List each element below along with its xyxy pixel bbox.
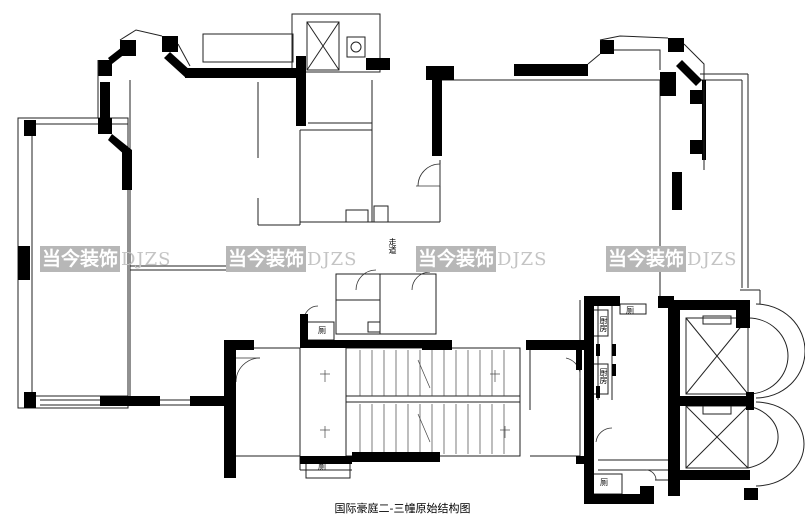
watermark-brand-cn: 当今装饰 xyxy=(416,246,497,272)
structural-walls xyxy=(18,36,758,504)
label-room-upper: 厨房 xyxy=(599,316,608,332)
watermark-brand-cn: 当今装饰 xyxy=(226,246,307,272)
label-toilet-d: 厕 xyxy=(626,306,634,315)
label-toilet-a: 厕 xyxy=(318,326,326,335)
watermark-brand-en: DJZS xyxy=(121,249,172,270)
watermark-brand-cn: 当今装饰 xyxy=(40,246,121,272)
watermark-brand-en: DJZS xyxy=(687,249,738,270)
watermark-brand-cn: 当今装饰 xyxy=(606,246,687,272)
watermark-brand-en: DJZS xyxy=(307,249,358,270)
label-toilet-b: 厕 xyxy=(318,462,326,471)
balcony-rails xyxy=(97,29,705,170)
label-corridor: 走道 xyxy=(388,238,397,254)
drawing-caption: 国际豪庭二-三幢原始结构图 xyxy=(334,502,471,515)
label-room-lower: 厨房 xyxy=(599,368,608,384)
watermark-brand-en: DJZS xyxy=(497,249,548,270)
stair-treads xyxy=(320,350,510,454)
label-toilet-c: 厕 xyxy=(600,478,608,487)
